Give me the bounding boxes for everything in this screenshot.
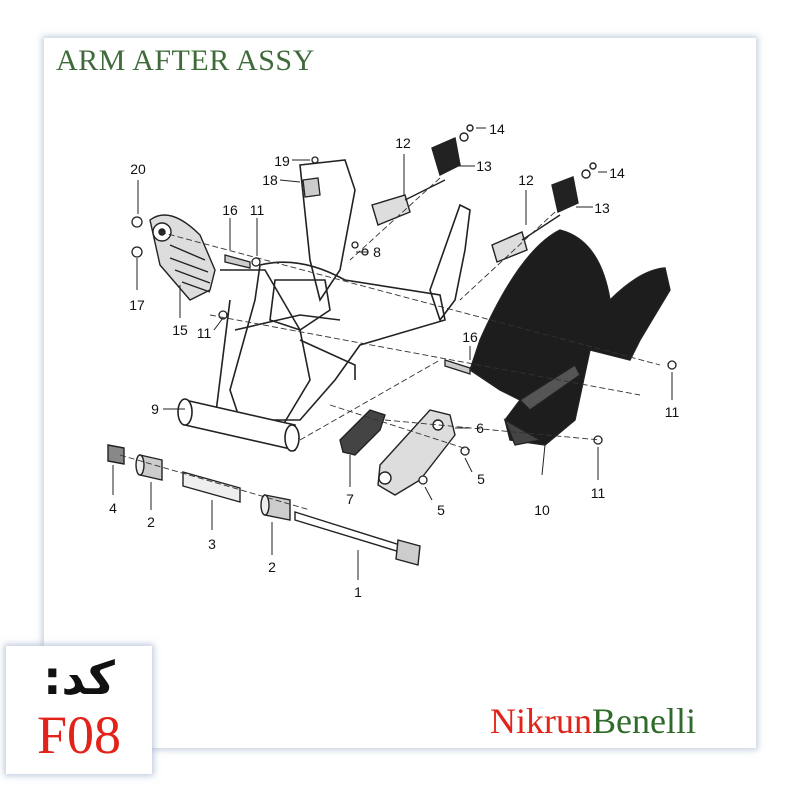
- diagram-card: [44, 38, 756, 748]
- callout-4: 4: [109, 500, 117, 516]
- callout-11: 11: [250, 202, 265, 218]
- callout-5b: 5: [437, 502, 445, 518]
- callout-labels: 20 16 11 19 18 8 12 13 14 12 14 13 17 15…: [109, 121, 679, 600]
- callout-3: 3: [208, 536, 216, 552]
- part-code-label: کد:: [43, 651, 115, 705]
- chain-guide: [377, 409, 456, 496]
- brand-name-part2: Benelli: [592, 701, 696, 741]
- callout-14: 14: [489, 121, 505, 137]
- callout-7: 7: [346, 491, 354, 507]
- shock-absorber: [149, 214, 216, 301]
- callout-2: 2: [147, 514, 155, 530]
- callout-9: 9: [151, 401, 159, 417]
- callout-10: 10: [534, 502, 550, 518]
- callout-18: 18: [262, 172, 278, 188]
- callout-13: 13: [476, 158, 492, 174]
- brand-name-part1: Nikrun: [490, 701, 592, 741]
- callout-leaders: [112, 127, 673, 580]
- swing-arm: [214, 159, 471, 431]
- callout-12: 12: [395, 135, 411, 151]
- callout-20: 20: [130, 161, 146, 177]
- callout-11b: 11: [197, 325, 212, 341]
- callout-12b: 12: [518, 172, 534, 188]
- callout-11c: 11: [665, 404, 680, 420]
- part-code-box: [6, 646, 152, 774]
- callout-14b: 14: [609, 165, 625, 181]
- pivot-tube: [177, 398, 300, 452]
- rear-mudguard: [469, 229, 671, 446]
- chain-slider: [339, 409, 386, 456]
- part-code-value: F08: [36, 705, 122, 765]
- callout-16: 16: [222, 202, 238, 218]
- pivot-axle: [294, 511, 421, 566]
- callout-6: 6: [476, 420, 484, 436]
- callout-15: 15: [172, 322, 188, 338]
- callout-19: 19: [274, 153, 290, 169]
- callout-5: 5: [477, 471, 485, 487]
- callout-16b: 16: [462, 329, 478, 345]
- callout-11d: 11: [591, 485, 606, 501]
- assembly-center-lines: [119, 177, 661, 511]
- diagram-title: ARM AFTER ASSY: [56, 44, 315, 77]
- chain-adjusters: [371, 124, 597, 263]
- callout-2b: 2: [268, 559, 276, 575]
- brand-name: NikrunBenelli: [490, 700, 696, 742]
- callout-17: 17: [129, 297, 145, 313]
- bushings: [107, 444, 291, 521]
- callout-13b: 13: [594, 200, 610, 216]
- fasteners: [131, 156, 677, 485]
- callout-8: 8: [373, 244, 381, 260]
- callout-1: 1: [354, 584, 362, 600]
